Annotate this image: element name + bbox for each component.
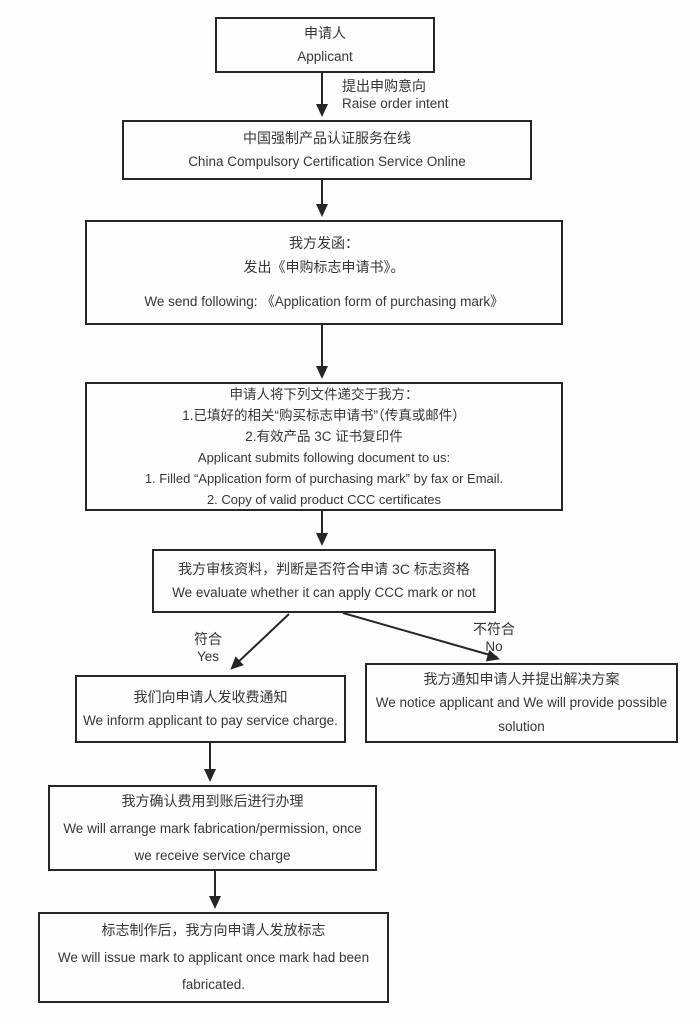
edge-label-no-zh: 不符合 bbox=[473, 621, 515, 637]
node-inform-charge: 我们向申请人发收费通知 We inform applicant to pay s… bbox=[75, 675, 346, 743]
edge-label-no: 不符合 No bbox=[459, 620, 529, 656]
node-submit-documents-en3: 2. Copy of valid product CCC certificate… bbox=[206, 491, 442, 507]
node-service-online-zh: 中国强制产品认证服务在线 bbox=[243, 130, 411, 146]
edge-label-yes-en: Yes bbox=[196, 649, 220, 664]
node-applicant-zh: 申请人 bbox=[304, 25, 346, 41]
node-evaluate: 我方审核资料，判断是否符合申请 3C 标志资格 We evaluate whet… bbox=[152, 549, 496, 613]
node-notice-solution-en2: solution bbox=[498, 719, 545, 734]
node-evaluate-zh: 我方审核资料，判断是否符合申请 3C 标志资格 bbox=[178, 561, 470, 577]
node-submit-documents-en2: 1. Filled “Application form of purchasin… bbox=[144, 470, 504, 486]
node-notice-solution-en1: We notice applicant and We will provide … bbox=[375, 695, 668, 710]
node-applicant-en: Applicant bbox=[297, 49, 353, 64]
node-submit-documents-en1: Applicant submits following document to … bbox=[197, 449, 451, 465]
arrow-evaluate-to-inform bbox=[232, 613, 290, 668]
node-issue-mark-zh: 标志制作后，我方向申请人发放标志 bbox=[101, 922, 326, 938]
node-submit-documents-zh3: 2.有效产品 3C 证书复印件 bbox=[245, 428, 403, 444]
node-issue-mark-en2: fabricated. bbox=[181, 977, 246, 992]
node-service-online: 中国强制产品认证服务在线 China Compulsory Certificat… bbox=[122, 120, 532, 180]
arrow-evaluate-to-notice bbox=[342, 612, 498, 658]
edge-label-yes: 符合 Yes bbox=[176, 630, 240, 666]
node-submit-documents-zh1: 申请人将下列文件递交于我方： bbox=[229, 386, 419, 402]
node-arrange-fabrication-en1: We will arrange mark fabrication/permiss… bbox=[63, 820, 362, 836]
node-inform-charge-zh: 我们向申请人发收费通知 bbox=[133, 689, 288, 705]
node-send-form-en: We send following: 《Application form of … bbox=[144, 294, 504, 309]
node-issue-mark-en1: We will issue mark to applicant once mar… bbox=[57, 950, 370, 965]
node-issue-mark: 标志制作后，我方向申请人发放标志 We will issue mark to a… bbox=[38, 912, 389, 1003]
node-arrange-fabrication-en2: we receive service charge bbox=[134, 847, 291, 863]
edge-label-raise-intent-en: Raise order intent bbox=[342, 96, 449, 111]
edge-label-raise-intent: 提出申购意向 Raise order intent bbox=[342, 78, 449, 112]
node-inform-charge-en: We inform applicant to pay service charg… bbox=[83, 713, 338, 728]
node-send-form-zh2: 发出《申购标志申请书》。 bbox=[243, 259, 405, 275]
node-notice-solution: 我方通知申请人并提出解决方案 We notice applicant and W… bbox=[365, 663, 678, 743]
node-submit-documents-zh2: 1.已填好的相关“购买标志申请书”（传真或邮件） bbox=[182, 407, 466, 423]
node-arrange-fabrication: 我方确认费用到账后进行办理 We will arrange mark fabri… bbox=[48, 785, 377, 871]
node-applicant: 申请人 Applicant bbox=[215, 17, 435, 73]
node-send-form: 我方发函： 发出《申购标志申请书》。 We send following: 《A… bbox=[85, 220, 563, 325]
node-arrange-fabrication-zh: 我方确认费用到账后进行办理 bbox=[121, 792, 304, 809]
node-submit-documents: 申请人将下列文件递交于我方： 1.已填好的相关“购买标志申请书”（传真或邮件） … bbox=[85, 382, 563, 511]
edge-label-yes-zh: 符合 bbox=[194, 631, 222, 647]
node-evaluate-en: We evaluate whether it can apply CCC mar… bbox=[172, 585, 476, 600]
node-service-online-en: China Compulsory Certification Service O… bbox=[188, 154, 466, 169]
edge-label-no-en: No bbox=[485, 639, 503, 654]
node-notice-solution-zh: 我方通知申请人并提出解决方案 bbox=[423, 671, 620, 687]
node-send-form-zh1: 我方发函： bbox=[289, 235, 359, 251]
edge-label-raise-intent-zh: 提出申购意向 bbox=[342, 78, 426, 94]
